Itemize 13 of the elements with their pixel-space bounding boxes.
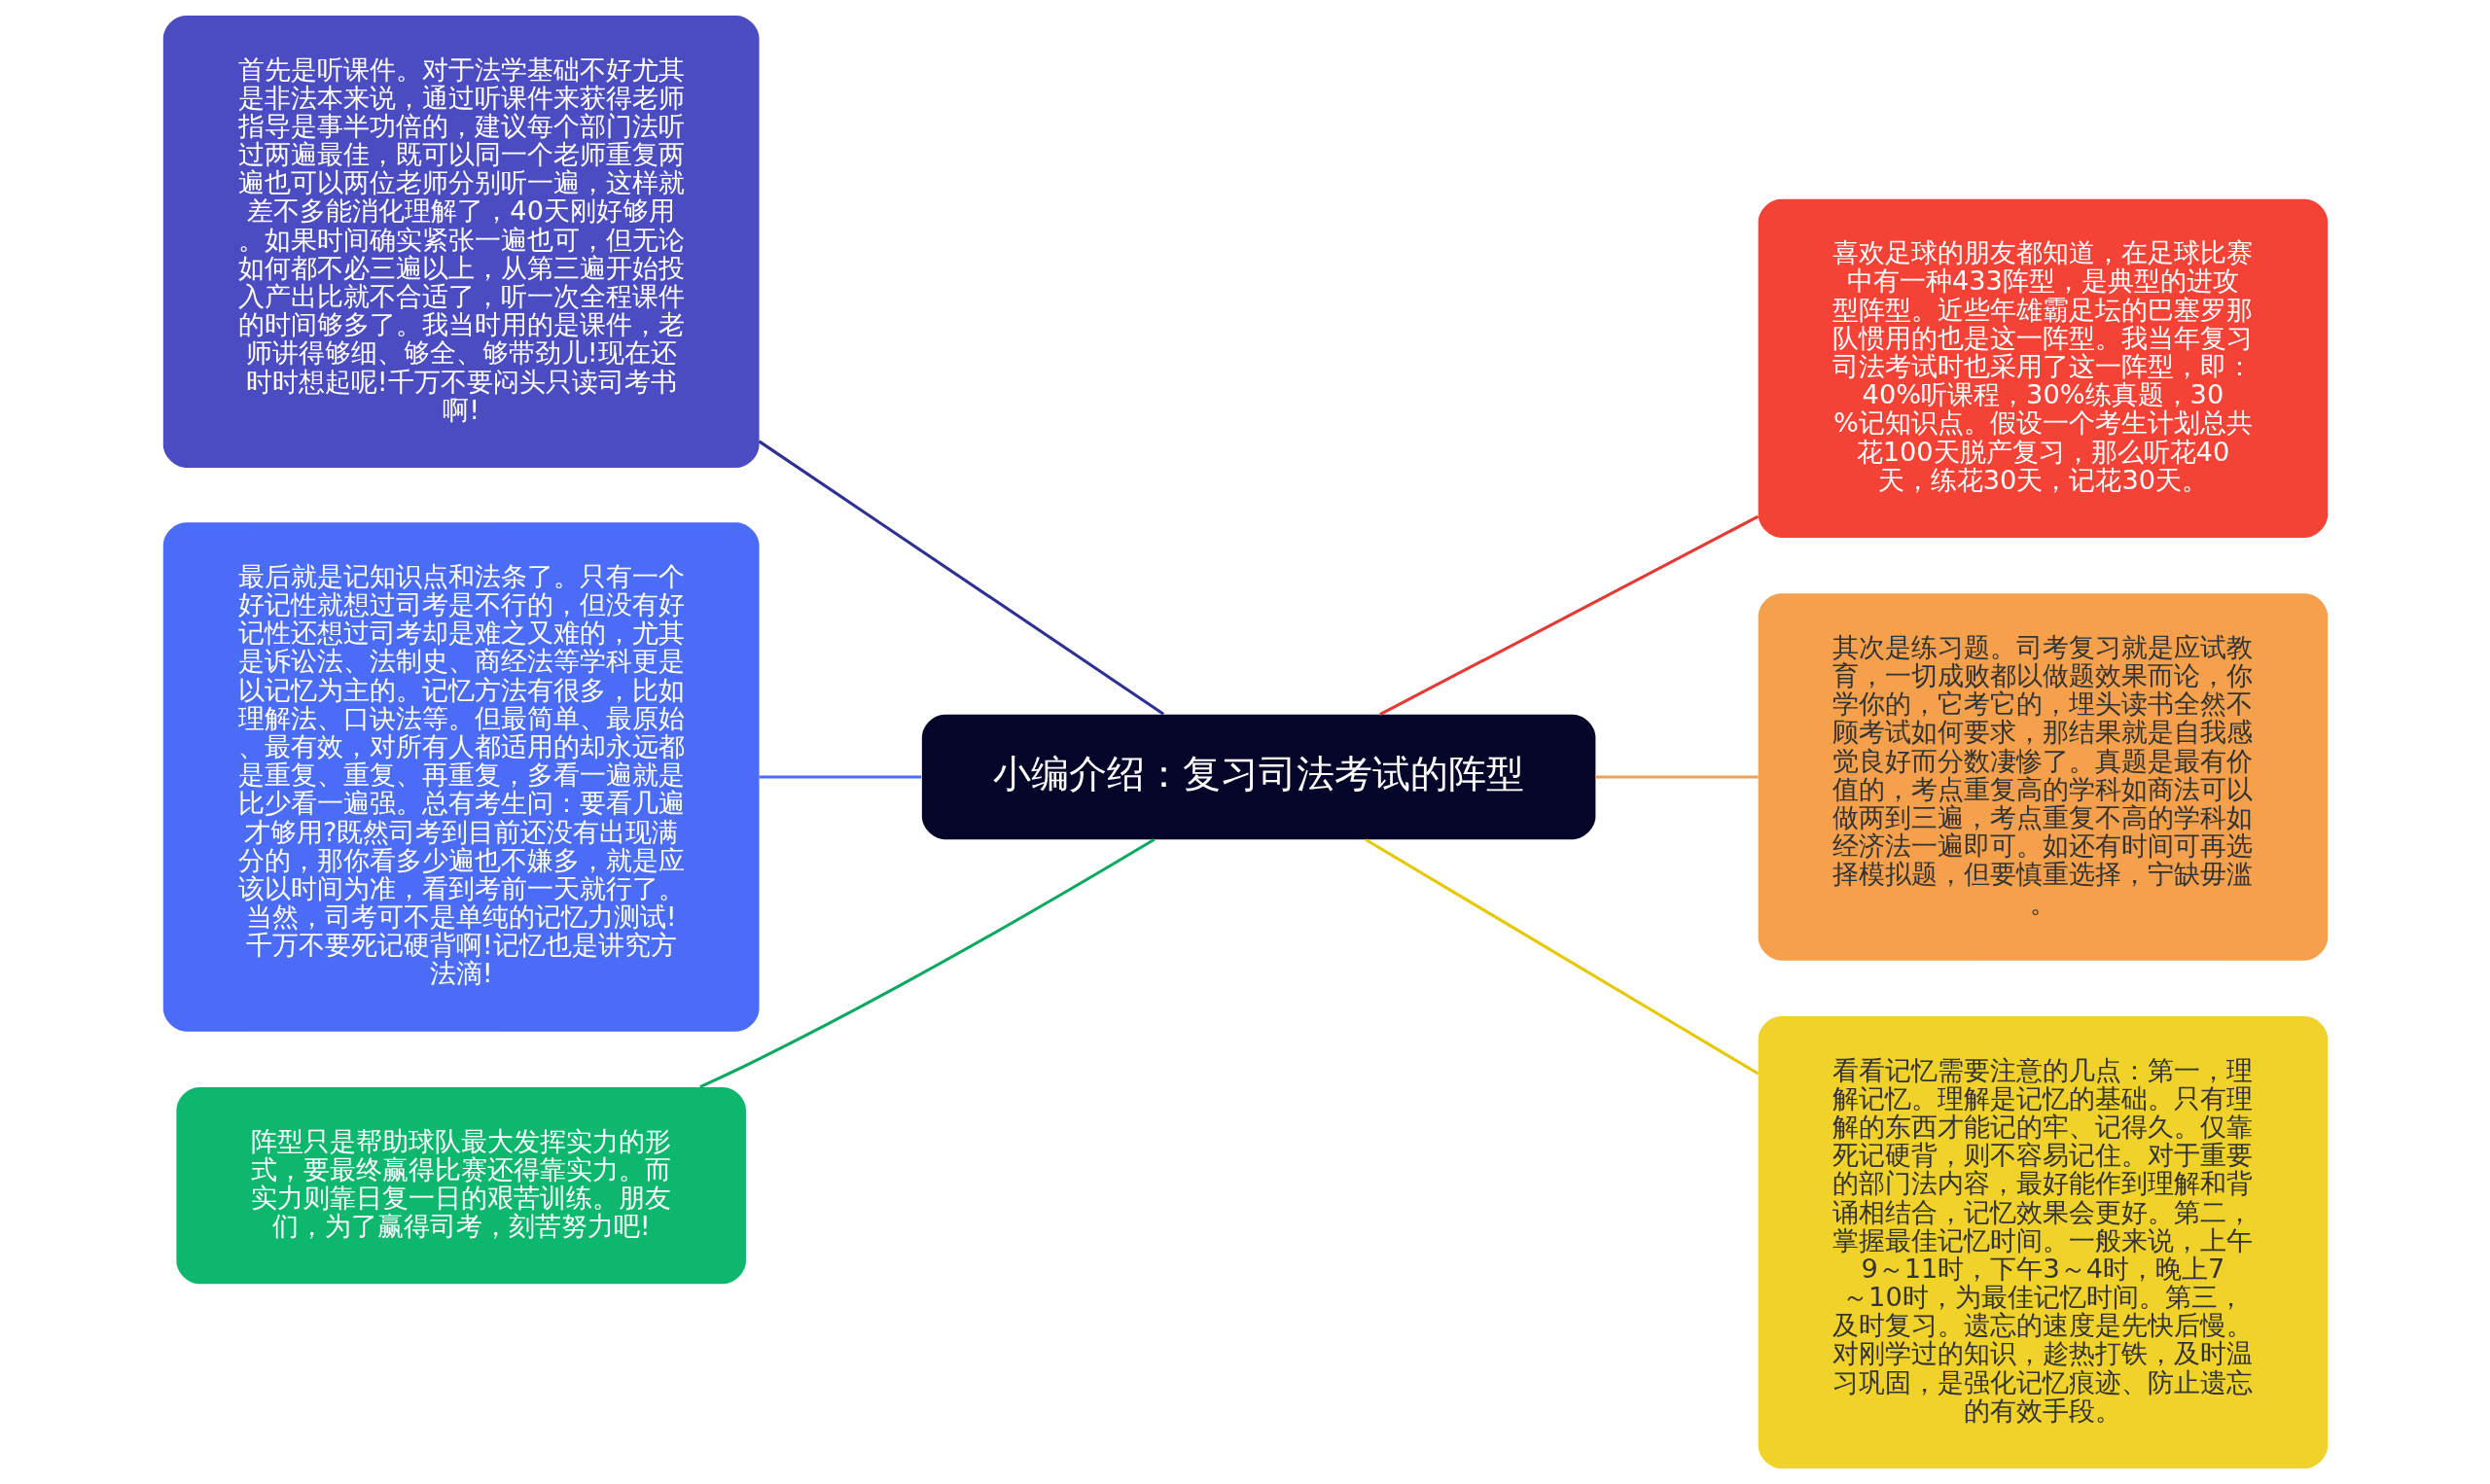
node-box: 其次是练习题。司考复习就是应试教育，一切成败都以做题效果而论，你学你的，它考它的，埋头读书全然不顾考试如何要求，那结果就是自我感觉良好而分数凄惨了。真题是最有价值的，考点重复高的学科如商法可以做两到三遍，考点重复不高的学科如经济法一遍即可。如还有时间可再选择模拟题，但要慎重选择，宁缺毋滥。: [1758, 593, 2328, 961]
node-box: 小编介绍：复习司法考试的阵型: [921, 714, 1595, 840]
connector: [759, 775, 921, 779]
node-box: 最后就是记知识点和法条了。只有一个好记性就想过司考是不行的，但没有好记性还想过司考却是难之又难的，尤其是诉讼法、法制史、商经法等学科更是以记忆为主的。记忆方法有很多，比如理解法、口诀法等。但最简单、最原始、最有效，对所有人都适用的却永远都是重复、重复、再重复，多看一遍就是比少看一遍强。总有考生问：要看几遍才够用?既然司考到目前还没有出现满分的，那你看多少遍也不嫌多，就是应该以时间为准，看到考前一天就行了。当然，司考可不是单纯的记忆力测试!千万不要死记硬背啊!记忆也是讲究方法滴!: [162, 522, 760, 1032]
connector: [758, 440, 1164, 716]
connector: [1378, 514, 1759, 717]
node-box: 阵型只是帮助球队最大发挥实力的形式，要最终赢得比赛还得靠实力。而实力则靠日复一日的艰苦训练。朋友们，为了赢得司考，刻苦努力吧!: [175, 1087, 746, 1285]
node-box: 看看记忆需要注意的几点：第一，理解记忆。理解是记忆的基础。只有理解的东西才能记的牢、记得久。仅靠死记硬背，则不容易记住。对于重要的部门法内容，最好能作到理解和背诵相结合，记忆效果会更好。第二，掌握最佳记忆时间。一般来说，上午9～11时，下午3～4时，晚上7～10时，为最佳记忆时间。第三，及时复习。遗忘的速度是先快后慢。对刚学过的知识，趁热打铁，及时温习巩固，是强化记忆痕迹、防止遗忘的有效手段。: [1758, 1016, 2328, 1468]
connector: [1594, 775, 1759, 779]
node-box: 喜欢足球的朋友都知道，在足球比赛中有一种433阵型，是典型的进攻型阵型。近些年雄霸足坛的巴塞罗那队惯用的也是这一阵型。我当年复习司法考试时也采用了这一阵型，即：40%听课程，30%练真题，30%记知识点。假设一个考生计划总共花100天脱产复习，那么听花40天，练花30天，记花30天。: [1758, 198, 2328, 538]
node-box: 首先是听课件。对于法学基础不好尤其是非法本来说，通过听课件来获得老师指导是事半功倍的，建议每个部门法听过两遍最佳，既可以同一个老师重复两遍也可以两位老师分别听一遍，这样就差不多能消化理解了，40天刚好够用。如果时间确实紧张一遍也可，但无论如何都不必三遍以上，从第三遍开始投入产出比就不合适了，听一次全程课件的时间够多了。我当时用的是课件，老师讲得够细、够全、够带劲儿!现在还时时想起呢!千万不要闷头只读司考书啊!: [162, 16, 760, 468]
connector: [1365, 838, 1759, 1076]
connector: [698, 837, 1156, 1089]
